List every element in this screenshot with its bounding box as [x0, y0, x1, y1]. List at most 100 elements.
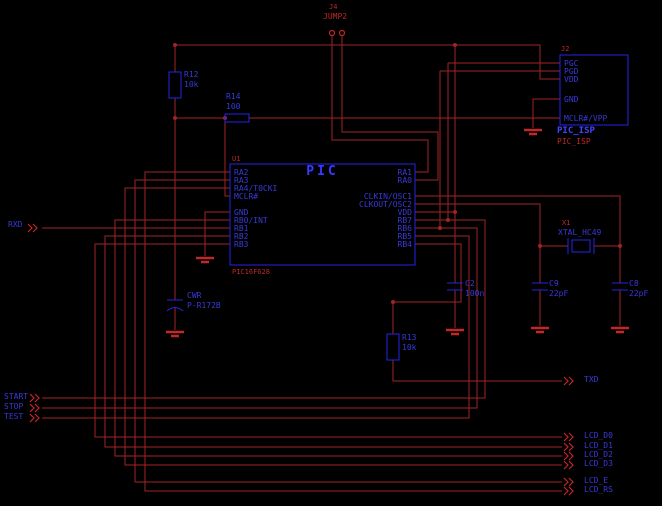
- mcu-pin-label: CLKIN/OSC1: [363, 192, 412, 201]
- junction-dot: [446, 218, 450, 222]
- net-arrow-icon: [563, 460, 574, 470]
- ground-icon: [524, 128, 542, 136]
- mcu-designator: U1: [232, 155, 241, 163]
- capacitor-ref: C8: [629, 279, 639, 288]
- capacitor-c8-plates: [612, 282, 628, 291]
- mcu-part-number: PIC16F628: [232, 268, 270, 276]
- net-txd-wire: [392, 243, 562, 382]
- capacitor-value: P-R172B: [187, 301, 221, 310]
- junction-dot: [438, 226, 442, 230]
- mcu-pin-label: RA0: [397, 176, 412, 185]
- net-label-test: TEST: [4, 412, 24, 421]
- junction-dot: [618, 244, 622, 248]
- resistor-value: 10k: [184, 80, 199, 89]
- net-label-lcd-d1: LCD_D1: [584, 441, 613, 450]
- mcu-title: PIC: [306, 164, 339, 179]
- jumper-value: JUMP2: [323, 12, 348, 21]
- junction-dot: [173, 116, 177, 120]
- capacitor-value: 100n: [465, 289, 485, 298]
- isp-pin-label: GND: [564, 95, 579, 104]
- net-arrow-icon: [563, 486, 574, 496]
- mcu-pin-label: MCLR#: [234, 192, 259, 201]
- jumper-designator: J4: [329, 3, 338, 11]
- net-start-wire: [42, 219, 486, 399]
- net-lcd-d2-wire: [114, 219, 562, 457]
- resistor-value: 10k: [402, 343, 417, 352]
- capacitor-value: 22pF: [629, 289, 649, 298]
- isp-pin-label: PGD: [564, 67, 579, 76]
- component-outlines: [166, 54, 629, 361]
- isp-value: PIC_ISP: [557, 137, 591, 146]
- resistor-r13-body: [386, 333, 400, 361]
- net-label-lcd-e: LCD_E: [584, 476, 609, 485]
- mcu-pin-label: GND: [234, 208, 249, 217]
- jumper-pin-icon: [328, 29, 336, 37]
- mcu-pin-label: RB5: [397, 232, 412, 241]
- junction-dot: [453, 43, 457, 47]
- isp-pin-label: PGC: [564, 59, 579, 68]
- mcu-pin-label: RA4/T0CKI: [234, 184, 278, 193]
- capacitor-cwr-plates: [166, 299, 184, 312]
- net-arrow-icon: [563, 376, 574, 386]
- capacitor-c9-plates: [532, 282, 548, 291]
- net-label-lcd-rs: LCD_RS: [584, 485, 613, 494]
- net-stop-wire: [42, 227, 478, 409]
- mcu-pin-label: RA1: [397, 168, 412, 177]
- resistor-ref: R12: [184, 70, 199, 79]
- mcu-pin-label: RB1: [234, 224, 249, 233]
- net-vdd-wire: [174, 44, 560, 283]
- net-isp-wire: [439, 62, 560, 228]
- resistor-value: 100: [226, 102, 241, 111]
- mcu-pin-label: RB0/INT: [234, 216, 268, 225]
- net-lcd-d1-wire: [104, 235, 562, 448]
- net-lcd-rs-wire: [144, 171, 562, 492]
- isp-name: PIC_ISP: [557, 126, 595, 136]
- capacitor-c2-plates: [447, 282, 463, 291]
- ground-icon: [531, 326, 549, 334]
- mcu-pin-label: CLKOUT/OSC2: [359, 200, 412, 209]
- mcu-pin-label: RB3: [234, 240, 249, 249]
- isp-pin-label: VDD: [564, 75, 579, 84]
- resistor-ref: R13: [402, 333, 417, 342]
- net-label-rxd: RXD: [8, 220, 23, 229]
- symbols: [27, 29, 629, 496]
- net-arrow-icon: [29, 403, 40, 413]
- capacitor-ref: CWR: [187, 291, 202, 300]
- net-jumper-wire: [331, 36, 439, 181]
- net-lcd-d0-wire: [94, 243, 562, 438]
- junction-dot: [391, 300, 395, 304]
- mcu-pin-label: RA2: [234, 168, 249, 177]
- mcu-pin-label: RB4: [397, 240, 412, 249]
- capacitor-ref: C9: [549, 279, 559, 288]
- net-label-start: START: [4, 392, 29, 401]
- crystal-designator: X1: [562, 219, 571, 227]
- mcu-pin-label: RB2: [234, 232, 249, 241]
- net-arrow-icon: [563, 442, 574, 452]
- isp-designator: J2: [561, 45, 570, 53]
- mcu-pin-label: RA3: [234, 176, 249, 185]
- net-test-wire: [42, 235, 470, 419]
- net-arrow-icon: [27, 223, 38, 233]
- net-label-stop: STOP: [4, 402, 24, 411]
- net-label-lcd-d0: LCD_D0: [584, 431, 613, 440]
- net-arrow-icon: [563, 477, 574, 487]
- junction-dot: [173, 43, 177, 47]
- ground-icon: [196, 256, 214, 264]
- crystal-x1-body: [567, 238, 595, 254]
- resistor-r14-body: [224, 113, 250, 123]
- net-osc-wire: [415, 195, 621, 326]
- net-arrow-icon: [563, 432, 574, 442]
- crystal-value: XTAL_HC49: [558, 228, 602, 237]
- mcu-body: [229, 163, 416, 266]
- resistor-ref: R14: [226, 92, 241, 101]
- net-lcd-e-wire: [134, 179, 562, 483]
- capacitor-value: 22pF: [549, 289, 569, 298]
- net-gnd-wire: [204, 211, 230, 256]
- resistor-r12-body: [168, 71, 182, 99]
- net-arrow-icon: [29, 393, 40, 403]
- net-arrow-icon: [563, 451, 574, 461]
- net-mclr-wire: [174, 117, 560, 330]
- wires: [42, 36, 621, 492]
- isp-pin-label: MCLR#/VPP: [564, 114, 608, 123]
